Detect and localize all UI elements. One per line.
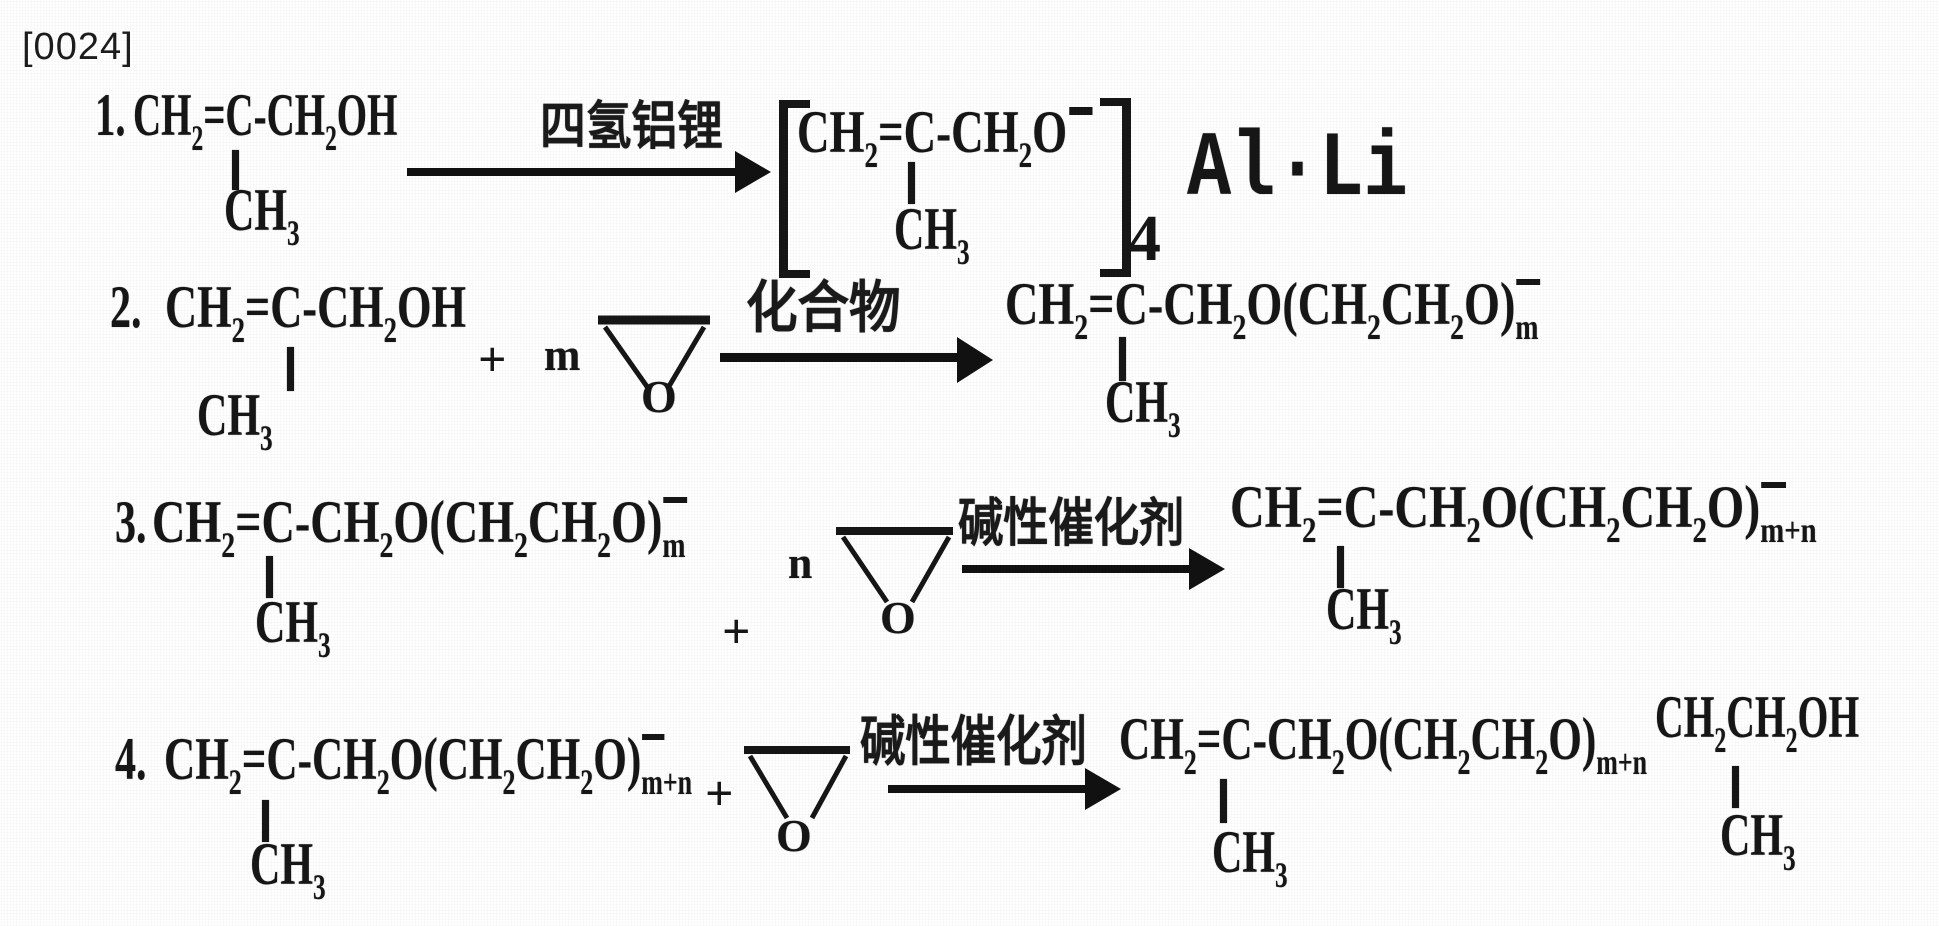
reaction-2-arrow	[720, 353, 960, 362]
aluminum-lithium-counterion: Al·Li	[1187, 117, 1408, 222]
reaction-4-step-number: 4.	[115, 726, 147, 792]
reaction-1-product-methyl-group: CH3	[894, 196, 970, 273]
reaction-2-arrow-head-icon	[957, 337, 993, 383]
paragraph-number: [0024]	[22, 26, 134, 68]
reaction-2-reactant-single-bond	[287, 347, 294, 391]
reaction-3-product-single-bond	[1337, 546, 1344, 588]
epoxide-triangle	[836, 527, 953, 604]
reaction-2-reactant-methyl-group: CH3	[197, 382, 273, 459]
reaction-4-product-single-bond	[1220, 779, 1227, 823]
reaction-4-product-formula: CH2=C-CH2O(CH2CH2O)m+n	[1119, 706, 1648, 783]
reaction-3-product-formula: CH2=C-CH2O(CH2CH2O)m+n	[1230, 474, 1817, 551]
reaction-4-arrow	[888, 785, 1088, 793]
bracket-subscript-4: 4	[1128, 202, 1161, 275]
reaction-4-product-tail-single-bond	[1732, 766, 1739, 808]
reaction-1-reactant-methyl-group: CH3	[224, 177, 300, 254]
epoxide-triangle	[598, 315, 710, 390]
reaction-2-reactant-formula: CH2=C-CH2OH	[165, 274, 467, 351]
reaction-3-step-number: 3.	[115, 489, 147, 555]
reaction-4-arrow-head-icon	[1085, 768, 1121, 810]
reaction-3-reactant-formula: CH2=C-CH2O(CH2CH2O)m	[152, 489, 688, 566]
reaction-2-product-methyl-group: CH3	[1105, 369, 1181, 446]
reaction-1-arrow-head-icon	[735, 151, 771, 193]
left-bracket	[779, 100, 810, 278]
reaction-1-reactant-single-bond	[232, 150, 239, 190]
reaction-4-reactant-methyl-group: CH3	[250, 831, 326, 908]
coefficient-m: m	[544, 329, 581, 380]
epoxide-triangle	[744, 746, 850, 820]
plus-sign: +	[478, 331, 507, 387]
reaction-1-step-number: 1.	[95, 82, 126, 148]
reaction-3-reactant-methyl-group: CH3	[255, 589, 331, 666]
reaction-1-product-single-bond	[908, 162, 915, 204]
reaction-4-arrow-label: 碱性催化剂	[860, 710, 1087, 773]
plus-sign: +	[705, 765, 734, 821]
coefficient-n: n	[788, 537, 813, 588]
epoxide-oxygen: O	[641, 371, 677, 422]
reaction-4-product-methyl-group: CH3	[1212, 819, 1288, 896]
reaction-3-product-methyl-group: CH3	[1326, 576, 1402, 653]
right-bracket	[1100, 98, 1131, 277]
reaction-2-product-single-bond	[1119, 337, 1126, 381]
reaction-3-arrow	[962, 565, 1192, 573]
reaction-4-product-tail-methyl-group: CH3	[1720, 802, 1796, 879]
reaction-1-reactant-formula: CH2=C-CH2OH	[133, 82, 398, 159]
reaction-4-reactant-formula: CH2=C-CH2O(CH2CH2O)m+n	[164, 726, 693, 803]
reaction-1-arrow	[407, 168, 739, 176]
reaction-4-product-tail-formula: CH2CH2OH	[1655, 684, 1860, 761]
reaction-1-arrow-label: 四氢铝锂	[540, 97, 724, 157]
reaction-2-arrow-label: 化合物	[746, 276, 901, 341]
reaction-1-product-formula: CH2=C-CH2O	[797, 102, 1093, 173]
reaction-3-arrow-label: 碱性催化剂	[958, 494, 1185, 554]
reaction-2-step-number: 2.	[110, 274, 142, 340]
reaction-2-product-formula: CH2=C-CH2O(CH2CH2O)m	[1005, 271, 1541, 348]
reaction-3-reactant-single-bond	[266, 556, 273, 598]
epoxide-oxygen: O	[880, 592, 916, 643]
reaction-3-arrow-head-icon	[1189, 548, 1225, 590]
epoxide-oxygen: O	[776, 810, 812, 861]
plus-sign: +	[722, 603, 751, 659]
reaction-4-reactant-single-bond	[262, 800, 269, 842]
